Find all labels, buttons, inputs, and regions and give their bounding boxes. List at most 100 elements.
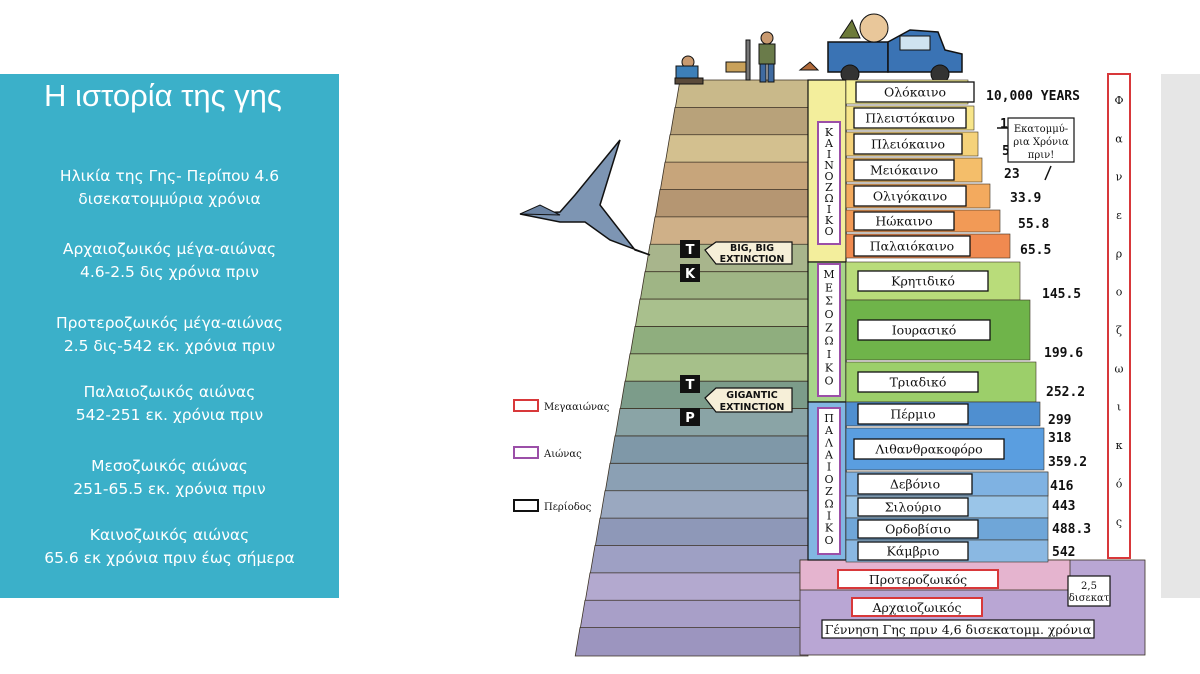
megaeon-label-archaean: Αρχαιοζωικός — [871, 600, 961, 615]
svg-text:GIGANTIC: GIGANTIC — [726, 390, 777, 401]
era-letter: Ο — [824, 170, 833, 183]
slide-edge-bar — [1161, 74, 1200, 598]
era-letter: Ζ — [825, 181, 833, 194]
info-mesozoic: Μεσοζωικός αιώνας 251-65.5 εκ. χρόνια πρ… — [73, 457, 266, 498]
boundary-age: 488.3 — [1052, 522, 1091, 537]
eon-box-phanerozoic — [1107, 73, 1131, 559]
period-label: Πέρμιο — [890, 407, 935, 422]
boundary-age: 65.5 — [1020, 243, 1051, 258]
svg-text:EXTINCTION: EXTINCTION — [720, 402, 785, 413]
svg-text:EXTINCTION: EXTINCTION — [720, 254, 785, 265]
period-box — [853, 133, 963, 155]
eon-letter: ζ — [1116, 324, 1122, 337]
svg-text:Εκατομμύ-: Εκατομμύ- — [1014, 124, 1068, 135]
boundary-age: 443 — [1052, 499, 1075, 514]
period-label: Ορδοβίσιο — [885, 522, 951, 537]
boundary-age: 145.5 — [1042, 287, 1081, 302]
stratum-layer — [609, 435, 809, 465]
era-letter: Κ — [825, 214, 834, 227]
era-letter: Ι — [827, 203, 831, 216]
boundary-age: 199.6 — [1044, 346, 1083, 361]
slide-title: Η ιστορία της γης — [44, 78, 282, 113]
era-letter: Ω — [824, 335, 833, 348]
info-earth-age: Ηλικία της Γης- Περίπου 4.6 δισεκατομμύρ… — [59, 167, 280, 208]
stratum-layer — [629, 326, 809, 356]
stratum-layer — [624, 353, 809, 383]
legend-label-megaeon: Μεγααιώνας — [544, 402, 610, 413]
period-label: Σιλούριο — [885, 500, 942, 515]
boundary-age: 10,000 YEARS — [986, 89, 1080, 104]
stratum-layer — [654, 189, 809, 219]
stratum-layer — [634, 298, 809, 328]
era-letter: Α — [824, 424, 834, 437]
svg-text:K: K — [685, 267, 696, 282]
svg-text:T: T — [686, 243, 695, 258]
period-label: Κρητιδικό — [891, 274, 955, 289]
period-box — [853, 211, 955, 231]
million-years-note: Εκατομμύ- ρια Χρόνια πριν! — [997, 117, 1075, 181]
era-letter: Ι — [827, 148, 831, 161]
billion-note: 2,5 δισεκατ — [1067, 575, 1111, 607]
legend-swatch-megaeon — [513, 399, 539, 412]
eon-letter: ς — [1116, 516, 1122, 529]
megaeon-box-proterozoic — [837, 569, 999, 589]
period-label: Ολιγόκαινο — [873, 189, 947, 204]
period-label: Πλειστόκαινο — [865, 111, 954, 126]
era-box-mesozoic — [817, 263, 841, 397]
eon-letter: ν — [1116, 171, 1123, 184]
period-box — [857, 403, 969, 425]
pterosaur-illustration — [519, 139, 651, 256]
info-proterozoic: Προτεροζωικός μέγα-αιώνας 2.5 δις-542 εκ… — [56, 314, 283, 355]
megaeon-label-proterozoic: Προτεροζωικός — [869, 572, 967, 587]
legend-label-era: Αιώνας — [543, 449, 582, 460]
era-letter: Α — [824, 449, 834, 462]
period-box — [853, 185, 967, 207]
era-letter: Ι — [827, 461, 831, 474]
period-box — [857, 270, 989, 292]
boundary-age: 416 — [1050, 479, 1074, 494]
eon-letter: Φ — [1114, 94, 1123, 107]
era-letter: Κ — [825, 126, 834, 139]
era-letter: Ω — [824, 497, 833, 510]
period-box — [853, 235, 971, 257]
eon-letter: ι — [1117, 401, 1121, 414]
period-box — [857, 371, 979, 393]
explorers-illustration — [674, 31, 820, 85]
era-letter: Λ — [824, 436, 834, 449]
info-paleozoic: Παλαιοζωικός αιώνας 542-251 εκ. χρόνια π… — [75, 383, 264, 424]
stratum-layer — [649, 216, 809, 246]
period-box — [857, 519, 979, 539]
svg-text:2,5: 2,5 — [1081, 581, 1097, 592]
legend: Μεγααιώνας Αιώνας Περίοδος — [513, 399, 610, 513]
period-label: Ιουρασικό — [892, 323, 957, 338]
svg-text:ρια Χρόνια: ρια Χρόνια — [1013, 137, 1069, 148]
era-letter: Ζ — [825, 485, 833, 498]
stratum-layer — [594, 517, 809, 547]
era-box-paleozoic — [817, 407, 841, 555]
boundary-age: 318 — [1048, 431, 1072, 446]
stratum-layer — [599, 490, 809, 520]
boundary-age: 252.2 — [1046, 385, 1085, 400]
eon-letter: ω — [1115, 362, 1124, 375]
period-label: Παλαιόκαινο — [870, 239, 954, 254]
era-letter: Π — [824, 412, 834, 425]
period-label: Λιθανθρακοφόρο — [874, 442, 982, 457]
era-letter: Ν — [824, 159, 834, 172]
period-box — [857, 497, 969, 517]
period-label: Ολόκαινο — [884, 85, 946, 100]
era-letter: Ω — [824, 192, 833, 205]
eon-letter: ό — [1116, 477, 1123, 490]
eon-letter: α — [1115, 132, 1123, 145]
stratum-layer — [574, 627, 809, 657]
extinction-sign-tp: T P GIGANTIC EXTINCTION — [680, 375, 793, 426]
period-box — [857, 541, 969, 561]
svg-text:P: P — [685, 411, 695, 426]
truck-illustration — [827, 13, 963, 84]
boundary-age: 55.8 — [1018, 217, 1049, 232]
period-label: Κάμβριο — [887, 544, 940, 559]
stratum-layer — [664, 134, 809, 164]
boundary-age: 359.2 — [1048, 455, 1087, 470]
boundary-age: 23 — [1004, 167, 1020, 182]
